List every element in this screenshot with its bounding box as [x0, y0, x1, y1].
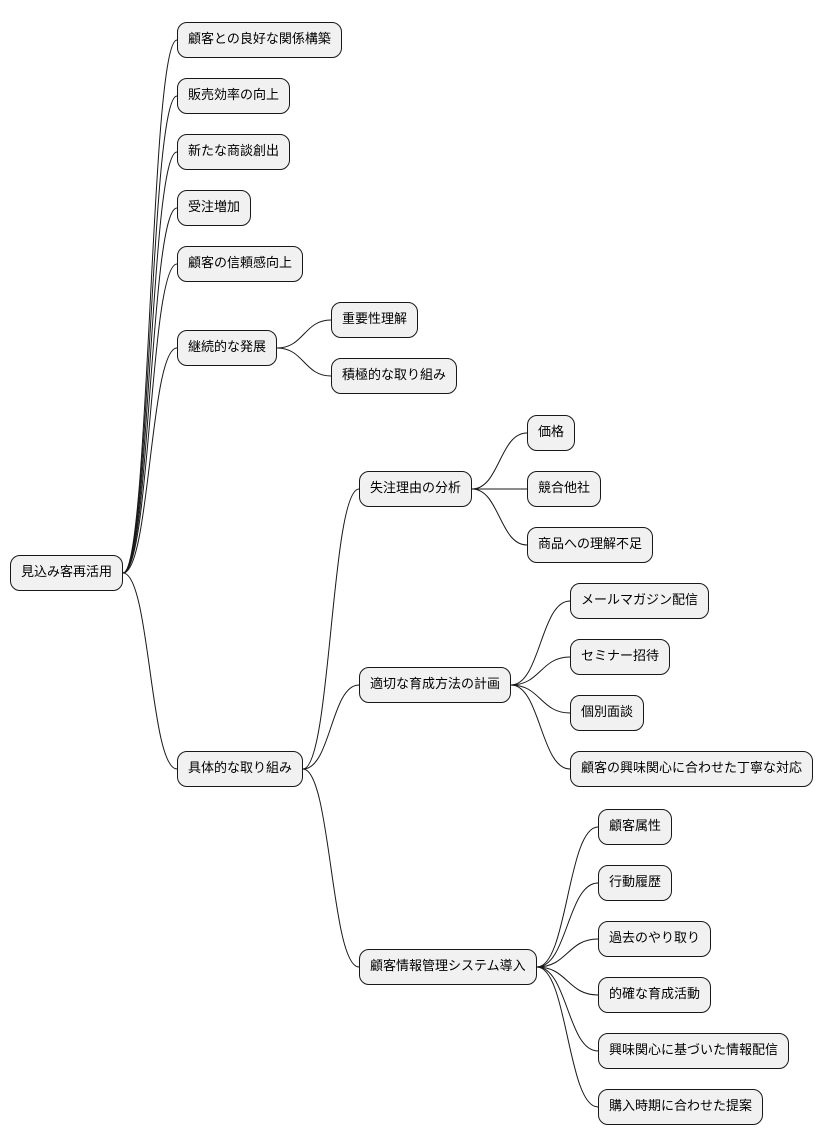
node-individual-meeting[interactable]: 個別面談 — [570, 695, 645, 731]
connector-line — [122, 347, 178, 574]
node-nurturing-plan[interactable]: 適切な育成方法の計画 — [359, 667, 512, 703]
connector-line — [510, 684, 571, 770]
node-interest-based-info[interactable]: 興味関心に基づいた情報配信 — [598, 1033, 790, 1069]
node-customer-attributes[interactable]: 顧客属性 — [598, 809, 673, 845]
node-precise-nurturing[interactable]: 的確な育成活動 — [598, 977, 712, 1013]
connector-line — [510, 656, 571, 686]
node-sales-efficiency[interactable]: 販売効率の向上 — [177, 78, 291, 114]
node-lost-deal-analysis[interactable]: 失注理由の分析 — [359, 471, 473, 507]
node-timed-proposal[interactable]: 購入時期に合わせた提案 — [598, 1089, 764, 1125]
connector-line — [122, 95, 178, 574]
node-continuous-growth[interactable]: 継続的な発展 — [177, 330, 278, 366]
node-understand-importance[interactable]: 重要性理解 — [331, 302, 419, 338]
node-order-increase[interactable]: 受注増加 — [177, 190, 252, 226]
connector-line — [302, 684, 360, 770]
connector-line — [302, 768, 360, 968]
node-price[interactable]: 価格 — [527, 415, 576, 451]
node-concrete-actions[interactable]: 具体的な取り組み — [177, 751, 304, 787]
connector-line — [536, 966, 599, 996]
connector-line — [536, 966, 599, 1108]
node-product-understanding[interactable]: 商品への理解不足 — [527, 527, 654, 563]
node-new-deals[interactable]: 新たな商談創出 — [177, 134, 291, 170]
connector-line — [122, 207, 178, 574]
connector-line — [536, 938, 599, 968]
connector-line — [302, 488, 360, 770]
node-good-relationship[interactable]: 顧客との良好な関係構築 — [177, 22, 342, 58]
node-competitors[interactable]: 競合他社 — [527, 471, 602, 507]
root-node[interactable]: 見込み客再活用 — [10, 555, 124, 591]
connector-line — [536, 882, 599, 968]
node-crm-introduction[interactable]: 顧客情報管理システム導入 — [359, 949, 537, 985]
connector-line — [471, 488, 528, 546]
node-past-interactions[interactable]: 過去のやり取り — [598, 921, 712, 957]
connector-line — [122, 39, 178, 574]
node-seminar-invite[interactable]: セミナー招待 — [570, 639, 671, 675]
connector-line — [122, 151, 178, 574]
node-proactive-effort[interactable]: 積極的な取り組み — [331, 358, 458, 394]
node-email-newsletter[interactable]: メールマガジン配信 — [570, 583, 710, 619]
connector-line — [276, 319, 332, 349]
connector-line — [536, 966, 599, 1052]
connector-line — [471, 432, 528, 490]
connector-line — [510, 684, 571, 714]
connector-line — [122, 263, 178, 574]
node-behavior-history[interactable]: 行動履歴 — [598, 865, 673, 901]
connector-line — [536, 826, 599, 968]
connector-line — [276, 347, 332, 377]
connector-line — [510, 600, 571, 686]
connector-line — [122, 572, 178, 770]
node-customer-trust[interactable]: 顧客の信頼感向上 — [177, 246, 304, 282]
node-tailored-response[interactable]: 顧客の興味関心に合わせた丁寧な対応 — [570, 751, 814, 787]
